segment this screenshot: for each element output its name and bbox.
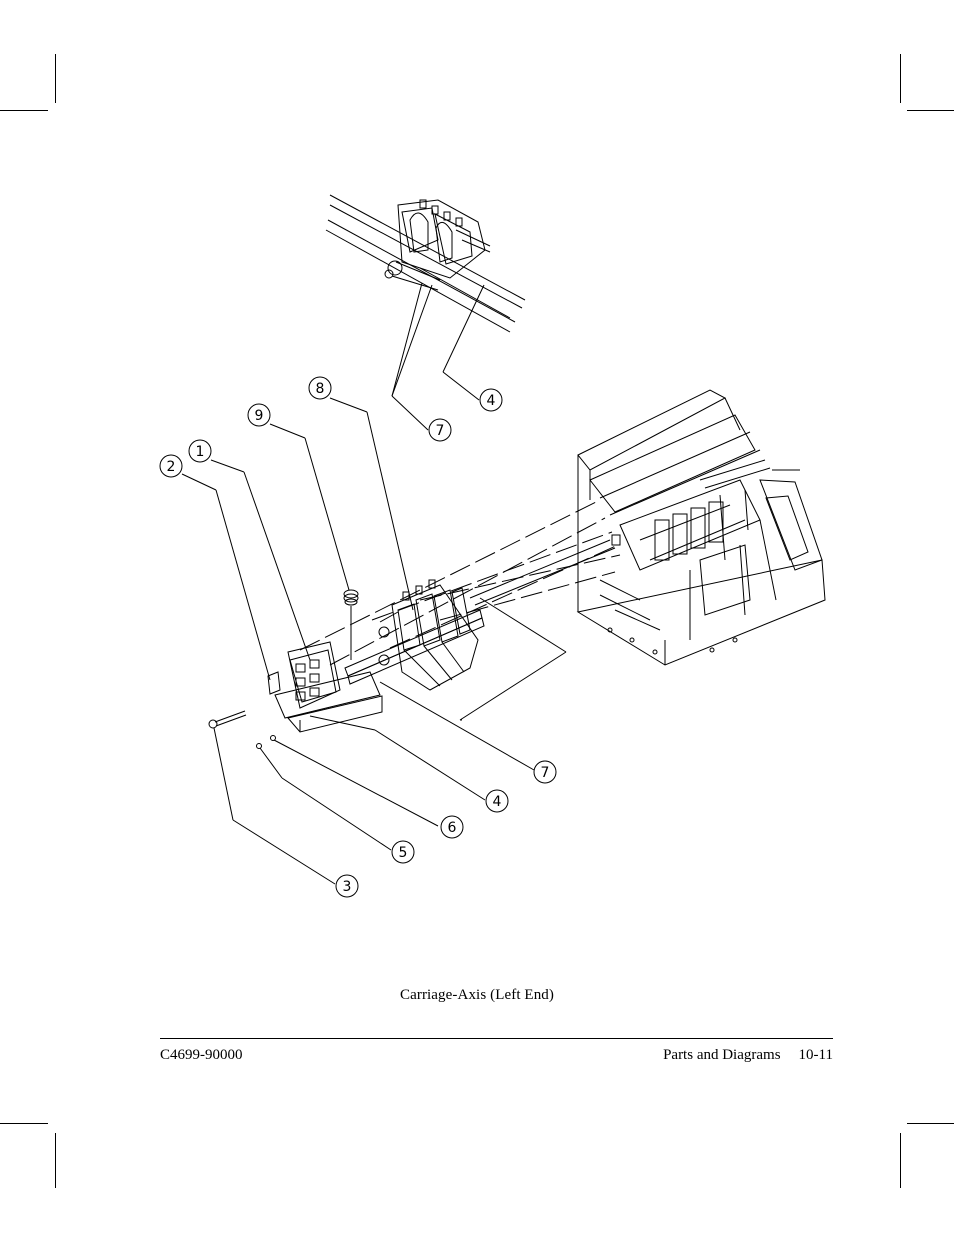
crop-mark-bottom-right-horizontal	[907, 1123, 954, 1124]
callout-4-top: 4	[479, 388, 503, 412]
crop-mark-top-left-vertical	[55, 54, 56, 103]
svg-text:8: 8	[316, 381, 325, 397]
callout-5: 5	[391, 840, 415, 864]
footer-section-page: Parts and Diagrams 10-11	[663, 1047, 833, 1064]
svg-text:7: 7	[541, 765, 550, 781]
svg-text:3: 3	[343, 879, 352, 895]
footer-section-title: Parts and Diagrams	[663, 1047, 781, 1063]
callout-8: 8	[308, 376, 332, 400]
printer-chassis	[576, 389, 826, 666]
svg-text:2: 2	[167, 459, 176, 475]
crop-mark-top-left-horizontal	[0, 110, 48, 111]
svg-text:4: 4	[493, 794, 502, 810]
callout-leader-lines	[181, 397, 535, 885]
crop-mark-bottom-left-vertical	[55, 1133, 56, 1188]
crop-mark-bottom-right-vertical	[900, 1133, 901, 1188]
callout-1: 1	[188, 439, 212, 463]
callout-6: 6	[440, 815, 464, 839]
svg-text:9: 9	[255, 408, 264, 424]
callout-bubbles: 4 7 8 9 1 2 7	[159, 376, 557, 898]
callout-2: 2	[159, 454, 183, 478]
callout-7-top: 7	[428, 418, 452, 442]
svg-text:7: 7	[436, 423, 445, 439]
footer-rule	[160, 1038, 833, 1039]
svg-text:6: 6	[448, 820, 457, 836]
figure-caption: Carriage-Axis (Left End)	[399, 987, 554, 1003]
top-leader-lines	[391, 282, 485, 431]
callout-9: 9	[247, 403, 271, 427]
svg-text:1: 1	[196, 444, 205, 460]
callout-3: 3	[335, 874, 359, 898]
callout-7-bottom: 7	[533, 760, 557, 784]
crop-mark-top-right-vertical	[900, 54, 901, 103]
svg-text:5: 5	[399, 845, 408, 861]
footer-page-number: 10-11	[798, 1047, 833, 1063]
carriage-assembly	[208, 539, 616, 749]
crop-mark-top-right-horizontal	[907, 110, 954, 111]
callout-4-bottom: 4	[485, 789, 509, 813]
svg-text:4: 4	[487, 393, 496, 409]
dashed-alignment-lines	[299, 499, 621, 666]
carriage-axis-exploded-diagram: 4 7 8 9 1 2 7	[159, 194, 826, 898]
footer-doc-number: C4699-90000	[160, 1047, 243, 1063]
top-detail-carriage-on-rail	[325, 194, 526, 333]
crop-mark-bottom-left-horizontal	[0, 1123, 48, 1124]
